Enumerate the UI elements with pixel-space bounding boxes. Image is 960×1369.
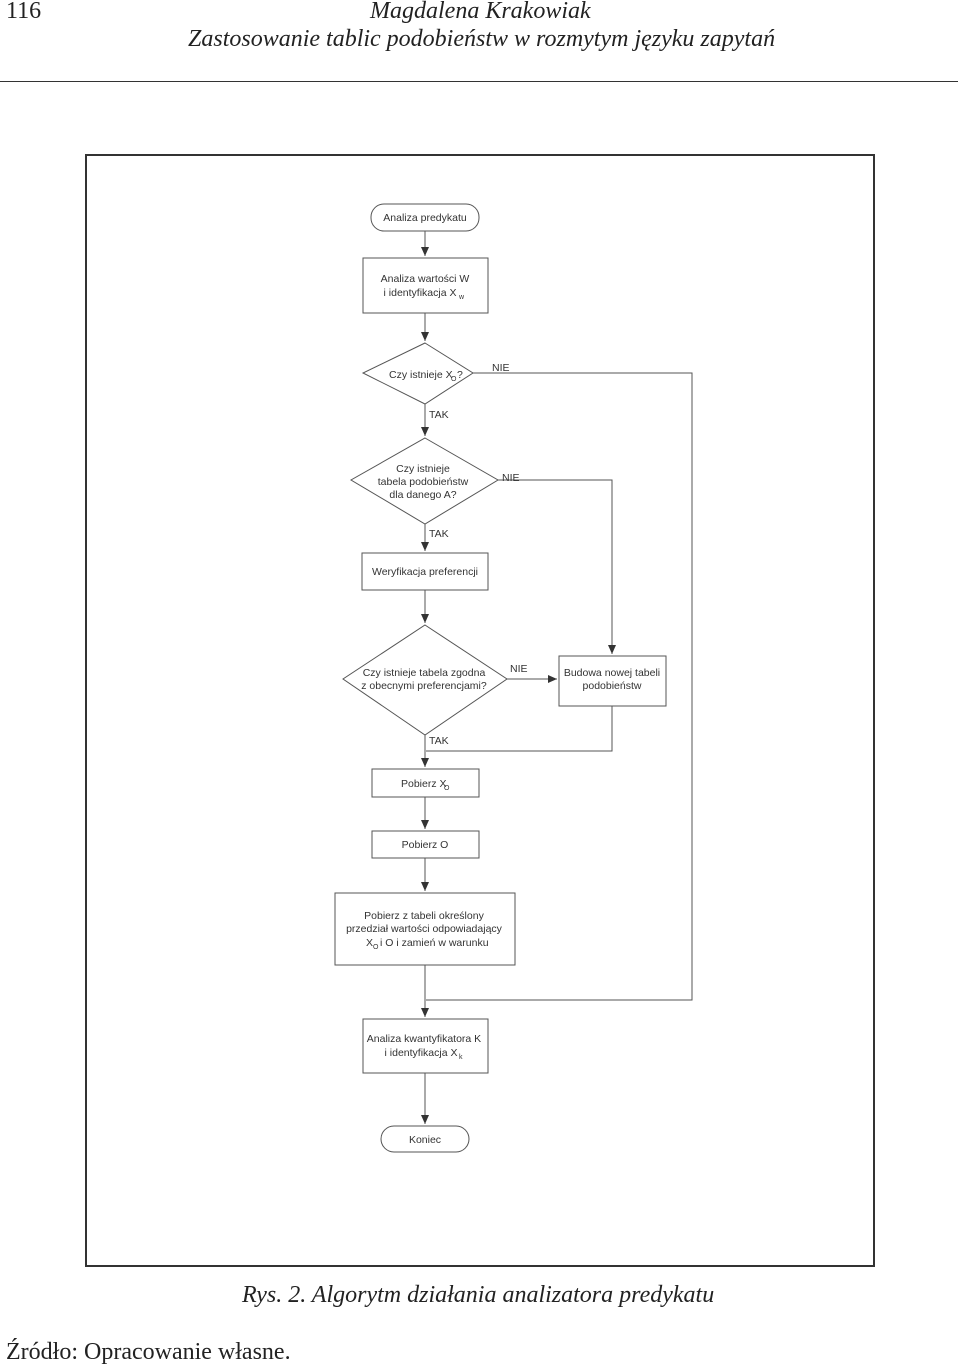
svg-text:i identyfikacja X: i identyfikacja X (385, 1047, 458, 1059)
process-pobierz-z-tabeli: Pobierz z tabeli określony przedział war… (334, 892, 516, 966)
svg-text:z obecnymi preferencjami?: z obecnymi preferencjami? (361, 680, 487, 692)
svg-text:dla danego A?: dla danego A? (389, 489, 456, 501)
label-nie-1: NIE (492, 362, 510, 374)
label-tak-1: TAK (429, 409, 449, 421)
svg-text:?: ? (457, 369, 463, 381)
svg-text:X: X (366, 937, 373, 949)
header-rule (0, 81, 958, 82)
running-title: Zastosowanie tablic podobieństw w rozmyt… (188, 26, 776, 52)
figure-caption: Rys. 2. Algorytm działania analizatora p… (242, 1282, 715, 1308)
end-label: Koniec (409, 1134, 441, 1146)
flowchart-connectors (421, 231, 693, 1124)
start-label: Analiza predykatu (383, 212, 467, 224)
process-analiza-kwantyfikatora: Analiza kwantyfikatora K i identyfikacja… (362, 1018, 489, 1074)
process-analiza-wartosci: Analiza wartości W i identyfikacja X w (362, 257, 489, 314)
svg-text:Weryfikacja preferencji: Weryfikacja preferencji (372, 566, 478, 578)
page-number: 116 (6, 0, 42, 24)
svg-text:Analiza wartości W: Analiza wartości W (381, 273, 470, 285)
svg-text:O: O (373, 944, 379, 951)
svg-text:i O i zamień w warunku: i O i zamień w warunku (380, 937, 489, 949)
svg-text:Czy istnieje tabela zgodna: Czy istnieje tabela zgodna (363, 667, 486, 679)
flowchart: Analiza predykatu Analiza wartości W i i… (85, 154, 875, 1267)
author-name: Magdalena Krakowiak (370, 0, 591, 24)
svg-text:Budowa nowej tabeli: Budowa nowej tabeli (564, 667, 660, 679)
svg-text:Pobierz O: Pobierz O (402, 839, 449, 851)
svg-text:Pobierz X: Pobierz X (401, 778, 447, 790)
svg-text:i identyfikacja X: i identyfikacja X (384, 287, 457, 299)
svg-text:Analiza kwantyfikatora K: Analiza kwantyfikatora K (367, 1033, 481, 1045)
svg-text:Czy istnieje: Czy istnieje (396, 463, 450, 475)
decision-tabela-podobienstw: Czy istnieje tabela podobieństw dla dane… (350, 437, 499, 525)
process-pobierz-xo: Pobierz X O (371, 768, 480, 798)
process-pobierz-o: Pobierz O (371, 830, 480, 859)
svg-text:podobieństw: podobieństw (583, 680, 642, 692)
end-terminator: Koniec (380, 1125, 470, 1153)
label-tak-3: TAK (429, 735, 449, 747)
label-nie-3: NIE (510, 663, 528, 675)
svg-text:O: O (444, 785, 450, 792)
process-weryfikacja: Weryfikacja preferencji (361, 552, 489, 591)
svg-text:Czy istnieje X: Czy istnieje X (389, 369, 453, 381)
svg-text:Pobierz z tabeli określony: Pobierz z tabeli określony (364, 910, 484, 922)
svg-text:przedział wartości odpowiadają: przedział wartości odpowiadający (346, 923, 503, 935)
decision-istnieje-xo: Czy istnieje X O ? (361, 342, 474, 405)
svg-text:k: k (459, 1054, 463, 1061)
svg-text:w: w (458, 294, 465, 301)
label-nie-2: NIE (502, 472, 520, 484)
svg-text:tabela podobieństw: tabela podobieństw (378, 476, 469, 488)
decision-tabela-zgodna: Czy istnieje tabela zgodna z obecnymi pr… (342, 624, 508, 736)
process-budowa-tabeli: Budowa nowej tabeli podobieństw (558, 655, 667, 707)
figure-source: Źródło: Opracowanie własne. (6, 1339, 291, 1365)
figure-frame (85, 154, 875, 1267)
label-tak-2: TAK (429, 528, 449, 540)
svg-text:O: O (451, 376, 457, 383)
start-terminator: Analiza predykatu (370, 203, 480, 232)
